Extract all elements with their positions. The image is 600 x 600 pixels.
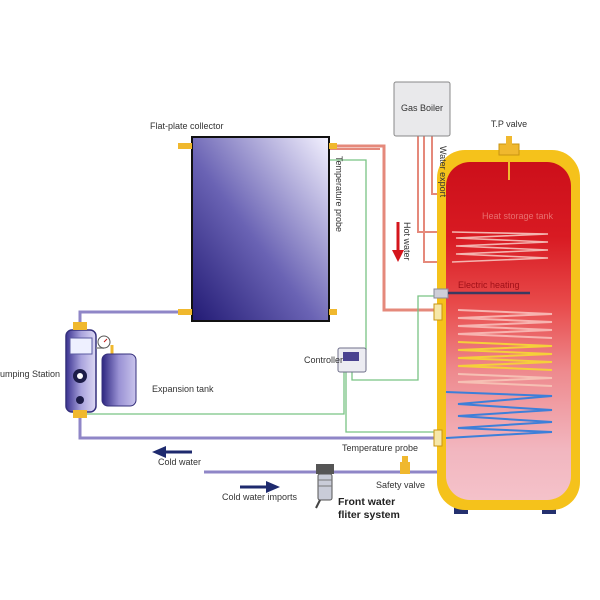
tp-valve-label: T.P valve bbox=[491, 119, 527, 129]
front-water-filter-label-line2: fliter system bbox=[338, 509, 400, 521]
hot-water-flow-arrow bbox=[392, 222, 404, 262]
collector-fitting-icon bbox=[178, 309, 192, 315]
controller-label: Controller bbox=[304, 355, 343, 365]
electric-heating-element bbox=[433, 288, 530, 299]
controller[interactable] bbox=[337, 347, 367, 373]
gas-boiler bbox=[393, 81, 451, 137]
temperature-probe-tank-label: Temperature probe bbox=[342, 443, 418, 453]
cold-water-label: Cold water bbox=[158, 457, 201, 467]
collector-fitting-icon bbox=[329, 309, 337, 315]
controller-screen-icon bbox=[343, 352, 359, 361]
hot-water-label: Hot water bbox=[402, 222, 412, 261]
pumping-station[interactable] bbox=[65, 322, 114, 418]
front-water-filter bbox=[315, 464, 334, 509]
pump-fitting-icon bbox=[73, 322, 87, 330]
cold-water-flow-arrow bbox=[152, 446, 192, 458]
heat-storage-tank bbox=[433, 136, 580, 514]
safety-valve bbox=[400, 456, 410, 474]
flat-plate-collector bbox=[178, 136, 337, 322]
front-water-filter-label-line1: Front water bbox=[338, 496, 395, 508]
tank-outlet-fitting-icon bbox=[433, 429, 443, 447]
gas-boiler-label: Gas Boiler bbox=[401, 103, 443, 113]
pump-fitting-icon bbox=[73, 410, 87, 418]
expansion-tank bbox=[101, 353, 137, 407]
cold-water-import-arrow bbox=[240, 481, 280, 493]
temperature-probe-collector-label: Temperature probe bbox=[334, 156, 344, 232]
water-export-label: Water export bbox=[438, 146, 448, 198]
collector-fitting-icon bbox=[178, 143, 192, 149]
pipework bbox=[78, 136, 470, 474]
safety-valve-icon bbox=[400, 462, 410, 474]
heat-storage-tank-label: Heat storage tank bbox=[482, 211, 554, 221]
safety-valve-label: Safety valve bbox=[376, 480, 425, 490]
pumping-station-label: umping Station bbox=[0, 369, 60, 379]
solar-coil bbox=[445, 309, 553, 439]
pump-display-icon bbox=[69, 337, 93, 355]
cold-water-imports-label: Cold water imports bbox=[222, 492, 298, 502]
tp-valve-icon bbox=[498, 143, 520, 156]
flat-plate-collector-label: Flat-plate collector bbox=[150, 121, 224, 131]
expansion-tank-label: Expansion tank bbox=[152, 384, 214, 394]
electric-heating-label: Electric heating bbox=[458, 280, 520, 290]
controller-wiring bbox=[82, 159, 440, 433]
boiler-coil bbox=[451, 231, 549, 263]
collector-fitting-icon bbox=[329, 143, 337, 149]
tank-inlet-fitting-icon bbox=[433, 303, 443, 321]
